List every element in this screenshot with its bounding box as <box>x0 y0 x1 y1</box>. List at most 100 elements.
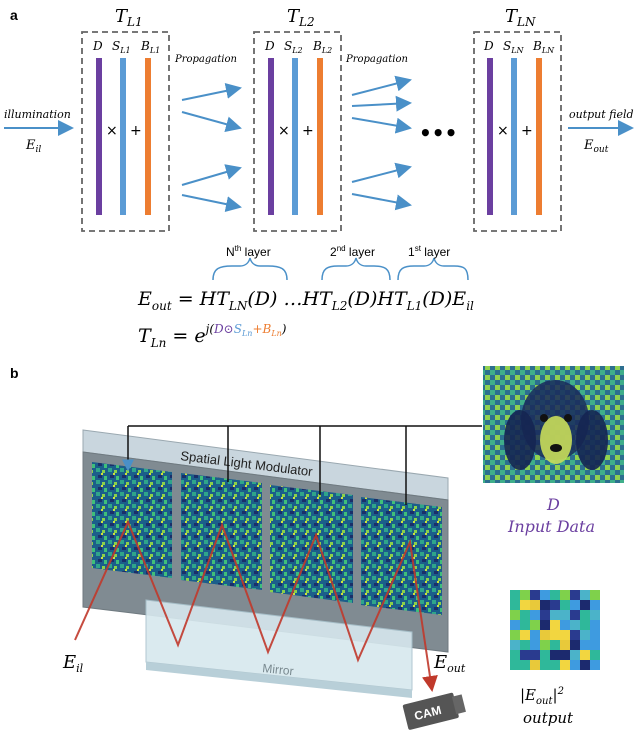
output-grid-cell <box>570 610 580 620</box>
output-grid-cell <box>590 610 600 620</box>
block-1-s-label: SL1 <box>112 39 131 55</box>
output-grid-cell <box>550 610 560 620</box>
block-2-d-label: D <box>264 39 275 53</box>
output-grid-cell <box>550 640 560 650</box>
output-grid-cell <box>540 660 550 670</box>
slm-panel-1 <box>92 462 172 578</box>
mirror: Mirror <box>145 599 413 698</box>
output-grid-cell <box>590 630 600 640</box>
e-il-beam-label: Eil <box>62 652 84 675</box>
output-grid-cell <box>520 600 530 610</box>
output-grid-cell <box>520 590 530 600</box>
output-grid-cell <box>560 640 570 650</box>
output-grid-cell <box>530 620 540 630</box>
input-data-symbol: D <box>546 495 560 514</box>
output-grid-cell <box>560 610 570 620</box>
output-intensity-grid <box>510 590 600 670</box>
output-grid-cell <box>580 600 590 610</box>
block-2-b-label: BL2 <box>312 39 332 55</box>
output-grid-cell <box>570 620 580 630</box>
output-grid-cell <box>580 590 590 600</box>
output-grid-cell <box>580 640 590 650</box>
block-2-plus: + <box>302 123 314 139</box>
propagation-arrows-2 <box>351 75 412 211</box>
output-grid-cell <box>590 620 600 630</box>
output-grid-cell <box>540 630 550 640</box>
output-grid-cell <box>520 660 530 670</box>
block-1-s-bar <box>120 58 126 215</box>
slm-panel-4 <box>361 497 442 615</box>
e-out-beam-label: Eout <box>433 652 466 675</box>
block-n-frame <box>473 31 562 232</box>
block-1-title: TL1 <box>115 6 143 29</box>
output-grid-cell <box>560 650 570 660</box>
output-grid-cell <box>590 650 600 660</box>
panel-a-label: a <box>10 7 18 23</box>
block-n-d-label: D <box>483 39 494 53</box>
propagation-label-1: Propagation <box>174 54 237 65</box>
block-2-frame <box>253 31 342 232</box>
input-connection-lines <box>122 425 482 505</box>
propagation-label-2: Propagation <box>345 54 408 65</box>
output-grid-cell <box>590 590 600 600</box>
output-grid-cell <box>560 600 570 610</box>
e-il-label: Eil <box>25 138 41 155</box>
camera: CAM <box>402 692 466 730</box>
block-2-times: × <box>278 123 290 139</box>
output-grid-cell <box>560 660 570 670</box>
output-grid-cell <box>570 660 580 670</box>
output-grid-cell <box>550 660 560 670</box>
layer-brackets <box>212 257 469 281</box>
block-1-times: × <box>106 123 118 139</box>
layer-block-1: TL1 D SL1 BL1 × + <box>81 6 170 232</box>
output-grid-cell <box>570 590 580 600</box>
output-grid-cell <box>540 640 550 650</box>
output-grid-cell <box>530 600 540 610</box>
layer-block-n: TLN D SLN BLN × + <box>473 6 562 232</box>
block-2-s-bar <box>292 58 298 215</box>
output-grid-cell <box>550 590 560 600</box>
block-1-frame <box>81 31 170 232</box>
input-data-label: Input Data <box>507 517 595 536</box>
output-grid-cell <box>510 640 520 650</box>
block-2-s-label: SL2 <box>284 39 303 55</box>
output-grid-cell <box>580 650 590 660</box>
output-grid-cell <box>590 660 600 670</box>
output-grid-cell <box>520 620 530 630</box>
output-grid-cell <box>540 610 550 620</box>
output-grid-cell <box>550 600 560 610</box>
output-grid-cell <box>510 600 520 610</box>
block-n-plus: + <box>521 123 533 139</box>
output-label: output <box>523 709 574 727</box>
block-1-b-label: BL1 <box>140 39 160 55</box>
block-1-plus: + <box>130 123 142 139</box>
cam-label: CAM <box>413 703 443 723</box>
equation-transmission: TLn = ej(D⊙SLn+BLn) <box>138 322 287 350</box>
block-2-d-bar <box>268 58 274 215</box>
output-grid-cell <box>580 630 590 640</box>
block-n-d-bar <box>487 58 493 215</box>
output-grid-cell <box>530 630 540 640</box>
output-grid-cell <box>510 660 520 670</box>
block-1-d-bar <box>96 58 102 215</box>
block-2-b-bar <box>317 58 323 215</box>
block-n-b-label: BLN <box>532 39 555 55</box>
block-1-d-label: D <box>92 39 103 53</box>
output-formula: |Eout|2 <box>520 686 564 707</box>
light-beam <box>74 519 438 692</box>
output-grid-cell <box>560 630 570 640</box>
e-out-label: Eout <box>583 138 609 155</box>
output-grid-cell <box>580 610 590 620</box>
output-grid-cell <box>530 660 540 670</box>
output-grid-cell <box>590 600 600 610</box>
layer-label-2: 2nd layer <box>330 244 375 259</box>
output-grid-cell <box>510 590 520 600</box>
block-2-title: TL2 <box>287 6 315 29</box>
block-n-s-label: SLN <box>503 39 525 55</box>
block-n-b-bar <box>536 58 542 215</box>
input-data-image <box>483 366 624 483</box>
output-grid-cell <box>570 630 580 640</box>
block-1-b-bar <box>145 58 151 215</box>
output-grid-cell <box>510 630 520 640</box>
